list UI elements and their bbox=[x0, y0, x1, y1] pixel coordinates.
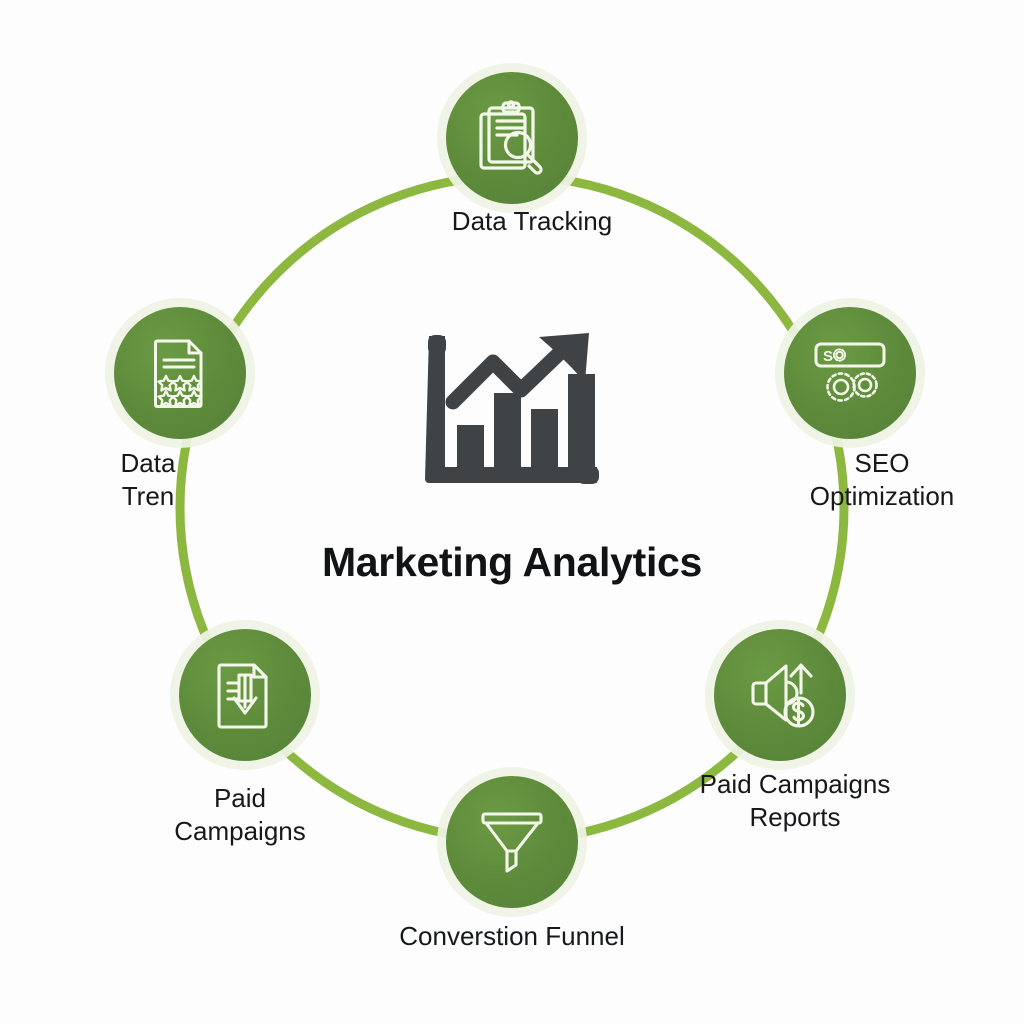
node-circle bbox=[446, 776, 578, 908]
node-data-trends[interactable] bbox=[105, 298, 255, 448]
node-paid-campaigns-reports[interactable] bbox=[705, 620, 855, 770]
node-conversion-funnel[interactable] bbox=[437, 767, 587, 917]
node-paid-campaigns[interactable] bbox=[170, 620, 320, 770]
document-download-arrow-icon bbox=[217, 663, 268, 729]
node-circle bbox=[714, 629, 846, 761]
svg-text:S: S bbox=[823, 348, 833, 365]
page-title: Marketing Analytics bbox=[321, 539, 703, 585]
clipboard-magnifier-icon bbox=[479, 100, 543, 175]
node-label-data-trends: Data Tren bbox=[120, 448, 176, 512]
node-circle bbox=[446, 72, 578, 204]
funnel-icon bbox=[481, 812, 543, 873]
bar-chart-growth-arrow-icon bbox=[425, 333, 599, 484]
node-label-paid-campaigns-reports: Paid Campaigns Reports bbox=[699, 769, 891, 833]
node-data-tracking[interactable] bbox=[437, 63, 587, 213]
document-star-rating-icon bbox=[154, 339, 203, 408]
megaphone-dollar-arrow-icon bbox=[751, 663, 815, 728]
node-label-paid-campaigns: Paid Campaigns bbox=[174, 783, 306, 847]
node-label-data-tracking: Data Tracking bbox=[451, 206, 613, 236]
node-seo-optimization[interactable]: S bbox=[775, 298, 925, 448]
node-label-conversion-funnel: Converstion Funnel bbox=[399, 921, 625, 951]
center-content: Marketing Analytics bbox=[262, 330, 762, 600]
node-circle bbox=[114, 307, 246, 439]
node-circle bbox=[179, 629, 311, 761]
search-bar-gears-icon: S bbox=[814, 342, 886, 402]
node-circle: S bbox=[784, 307, 916, 439]
node-label-seo-optimization: SEO Optimization bbox=[809, 448, 955, 512]
